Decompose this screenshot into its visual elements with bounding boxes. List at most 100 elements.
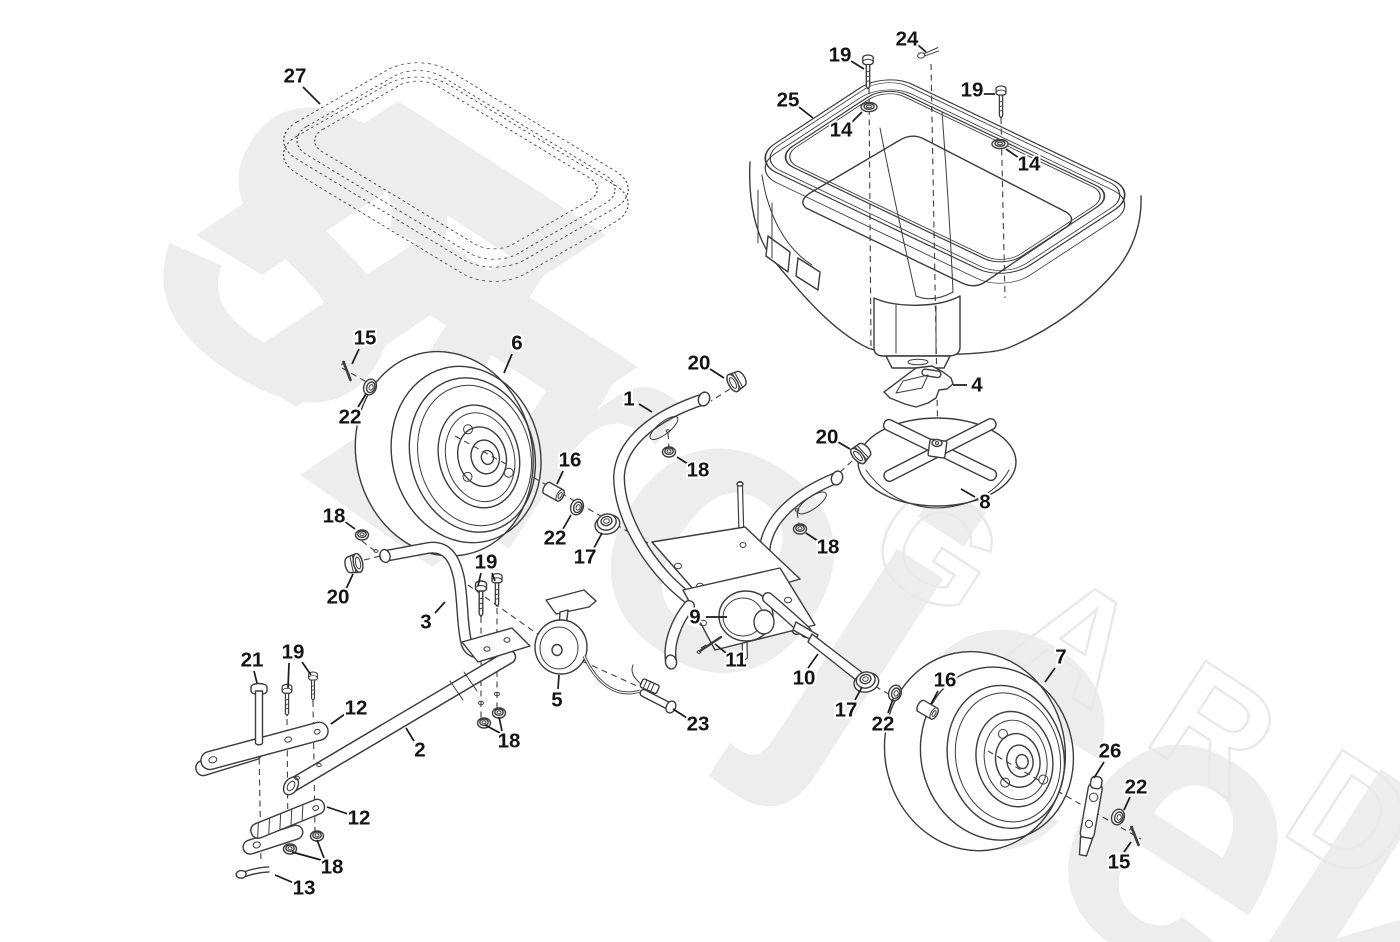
callout-label-14: 14 — [830, 119, 853, 142]
spinner-impeller — [857, 417, 1017, 509]
callout-leader-5 — [557, 674, 560, 690]
callout-label-19: 19 — [961, 79, 984, 102]
right-wheel — [883, 650, 1075, 852]
callout-leader-12 — [326, 806, 349, 815]
shift-pin — [696, 635, 723, 654]
callout-leader-18 — [484, 724, 501, 734]
callout-label-18: 18 — [498, 730, 521, 753]
callout-leader-12 — [330, 713, 346, 725]
left-wheel — [354, 350, 542, 557]
callout-leader-27 — [302, 86, 321, 105]
callout-label-19: 19 — [829, 44, 852, 67]
callout-label-22: 22 — [339, 406, 362, 429]
callout-label-21: 21 — [241, 649, 264, 672]
callout-leader-19 — [491, 572, 496, 582]
callout-label-4: 4 — [971, 374, 983, 397]
callout-label-20: 20 — [327, 586, 350, 609]
callout-leader-18 — [291, 851, 322, 861]
callout-leader-22 — [562, 514, 572, 530]
callout-leader-13 — [274, 874, 295, 884]
callout-label-5: 5 — [551, 689, 562, 712]
callout-label-9: 9 — [689, 606, 700, 629]
callout-leader-22 — [1123, 796, 1131, 811]
callout-leader-1 — [638, 403, 653, 413]
callout-label-15: 15 — [1108, 851, 1131, 874]
callout-leader-22 — [357, 393, 367, 408]
callout-leader-20 — [345, 573, 354, 590]
callout-leader-14 — [850, 111, 863, 124]
callout-leader-19 — [477, 572, 482, 587]
callout-leader-20 — [837, 441, 851, 450]
callout-leader-16 — [930, 690, 939, 705]
callout-leader-19 — [850, 60, 865, 70]
hitch-and-towbar — [195, 540, 531, 863]
callout-label-22: 22 — [544, 527, 567, 550]
callout-label-17: 17 — [574, 546, 597, 569]
callout-leader-23 — [672, 708, 688, 719]
callout-label-2: 2 — [414, 739, 425, 762]
hopper-lid — [282, 62, 629, 282]
callout-label-10: 10 — [793, 667, 816, 690]
flow-control-lever — [545, 589, 597, 615]
callout-leader-15 — [351, 348, 360, 365]
callout-leader-8 — [960, 488, 976, 498]
hopper — [748, 72, 1142, 369]
callout-leader-15 — [1123, 841, 1132, 853]
callout-label-17: 17 — [835, 699, 858, 722]
callout-leader-25 — [798, 106, 814, 119]
callout-label-24: 24 — [896, 28, 919, 51]
hitch-foot-plate — [461, 627, 531, 663]
callout-leader-3 — [434, 601, 446, 614]
callout-label-27: 27 — [284, 65, 307, 88]
callout-leader-18 — [343, 520, 356, 530]
callout-label-23: 23 — [687, 713, 710, 736]
callout-label-20: 20 — [688, 352, 711, 375]
callout-leader-14 — [1005, 148, 1020, 159]
callout-leader-6 — [503, 353, 513, 374]
callout-label-18: 18 — [323, 505, 346, 528]
callout-leader-22 — [887, 698, 894, 714]
callout-label-13: 13 — [293, 877, 316, 900]
callout-label-12: 12 — [348, 807, 371, 830]
callout-label-1: 1 — [623, 388, 634, 411]
callout-label-22: 22 — [1125, 776, 1148, 799]
callout-leader-26 — [1093, 761, 1105, 779]
callout-leader-2 — [405, 727, 415, 742]
hitch-pin — [250, 682, 268, 746]
callout-label-8: 8 — [979, 491, 990, 514]
callout-label-19: 19 — [475, 551, 498, 574]
hitch-plate-lower — [250, 798, 326, 839]
callout-leader-11 — [714, 643, 727, 654]
cable-clevis — [639, 678, 660, 695]
callout-label-16: 16 — [934, 669, 957, 692]
callout-leader-18 — [805, 532, 819, 542]
callout-leader-20 — [709, 368, 725, 379]
callout-label-26: 26 — [1099, 740, 1122, 763]
gate-plate — [883, 365, 954, 408]
callout-label-16: 16 — [559, 449, 582, 472]
frame-handle-assembly — [612, 388, 868, 685]
callout-label-18: 18 — [321, 856, 344, 879]
clevis-pin — [639, 688, 677, 714]
callout-label-22: 22 — [872, 713, 895, 736]
watermark: Strojcek GARDEN — [73, 0, 1400, 942]
callout-leader-17 — [593, 532, 603, 549]
callout-leader-24 — [917, 44, 927, 53]
callout-label-25: 25 — [777, 89, 800, 112]
hitch-plate-upper — [200, 721, 329, 771]
callout-label-11: 11 — [725, 649, 747, 672]
callout-leader-18 — [316, 839, 325, 859]
callout-label-12: 12 — [345, 697, 368, 720]
callout-label-18: 18 — [687, 459, 710, 482]
callout-label-3: 3 — [420, 611, 431, 634]
callout-leader-18 — [498, 716, 503, 732]
callout-leader-18 — [676, 456, 689, 465]
callout-leader-7 — [1044, 667, 1056, 683]
callout-leader-17 — [854, 686, 863, 701]
flow-control — [467, 584, 677, 714]
ratchet-pawl — [1078, 775, 1103, 857]
callout-label-15: 15 — [354, 327, 377, 350]
callout-leader-21 — [253, 670, 258, 684]
